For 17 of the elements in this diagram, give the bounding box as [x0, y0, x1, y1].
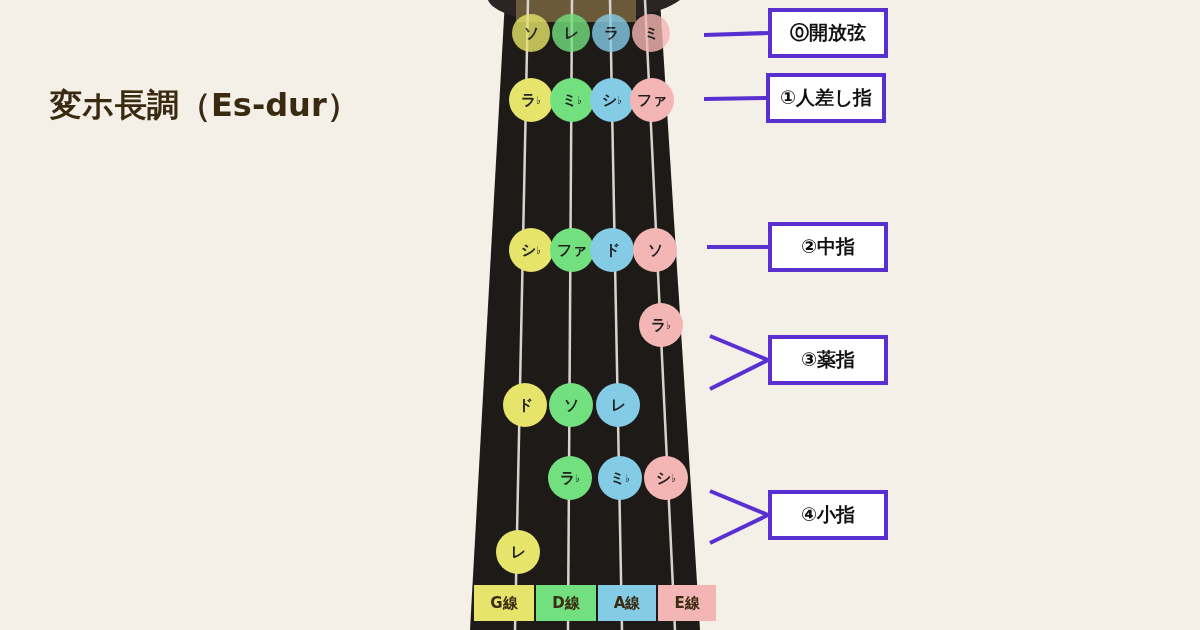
finger-label-box: ②中指 — [768, 222, 888, 272]
string-name-tab: G線 — [474, 585, 534, 621]
string-name-tab: E線 — [658, 585, 716, 621]
string-name-tab: D線 — [536, 585, 596, 621]
string-name-tab: A線 — [598, 585, 656, 621]
finger-label-box: ④小指 — [768, 490, 888, 540]
leader-line — [703, 96, 767, 101]
finger-label-box: ⓪開放弦 — [768, 8, 888, 58]
title: 変ホ長調（Es-dur） — [50, 85, 359, 126]
finger-label-box: ①人差し指 — [766, 73, 886, 123]
leader-line — [709, 513, 769, 545]
leader-line — [709, 489, 769, 517]
leader-line — [709, 334, 769, 362]
leader-line — [709, 358, 769, 391]
finger-label-box: ③薬指 — [768, 335, 888, 385]
leader-line — [707, 245, 768, 249]
leader-line — [703, 31, 769, 37]
